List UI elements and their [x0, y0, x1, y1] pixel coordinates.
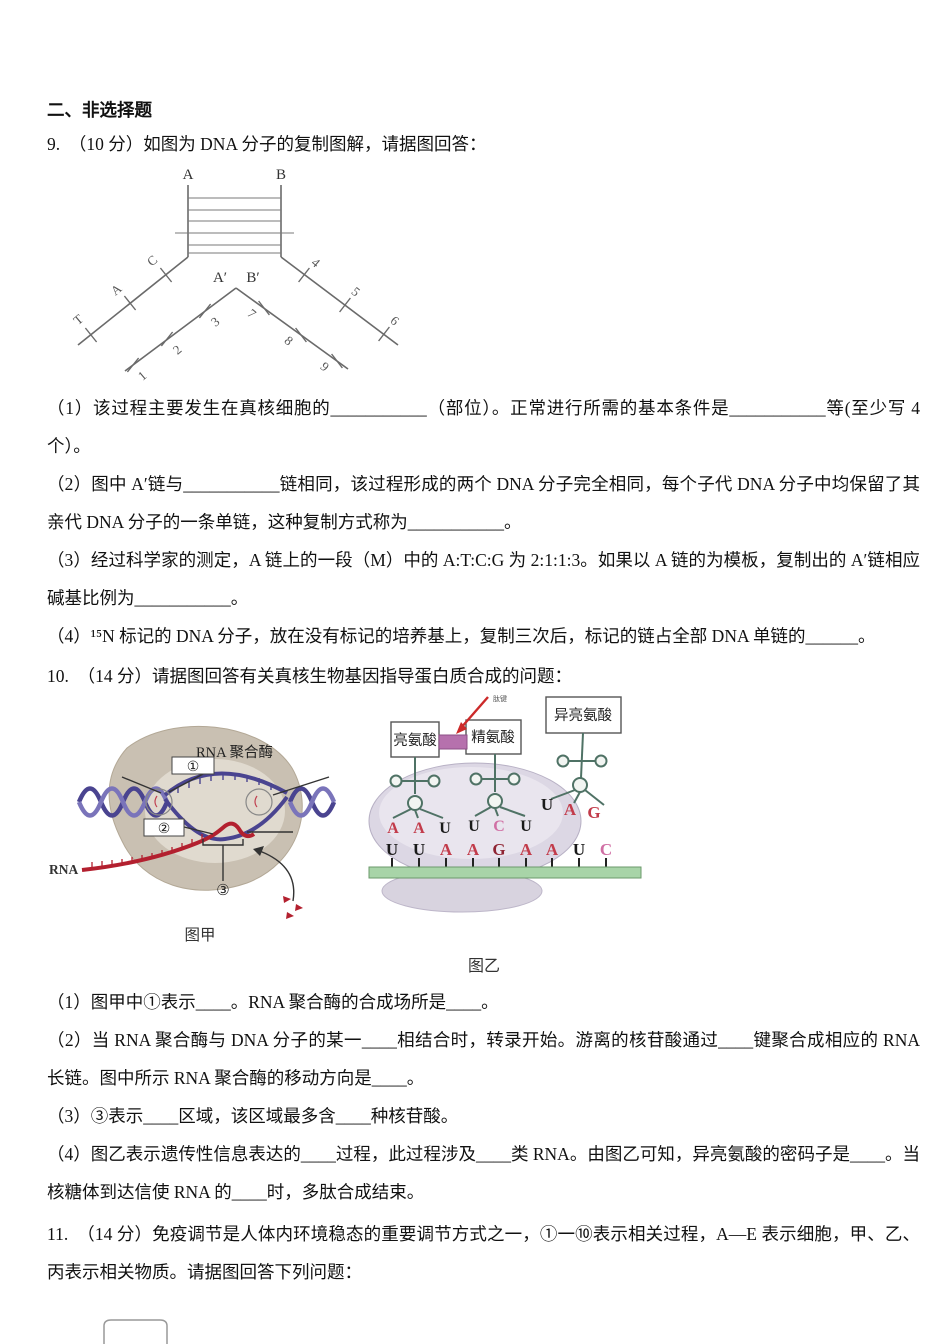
amino2-label: 精氨酸	[471, 729, 515, 746]
svg-text:7: 7	[245, 306, 260, 322]
nucleotide-ticks	[84, 267, 390, 373]
anticodon-middle: U C U	[468, 818, 532, 835]
svg-text:A: A	[413, 820, 425, 837]
free-nucleotides-icon	[283, 896, 303, 919]
rna-label: RNA	[49, 862, 78, 877]
svg-text:A: A	[387, 820, 399, 837]
peptide-bond-rect	[438, 734, 468, 750]
svg-text:4: 4	[309, 255, 324, 271]
exam-content: 二、非选择题 9. （10 分）如图为 DNA 分子的复制图解，请据图回答：	[47, 100, 920, 1282]
q9-part-4: （4）¹⁵N 标记的 DNA 分子，放在没有标记的培养基上，复制三次后，标记的链…	[47, 626, 876, 646]
svg-text:A: A	[108, 280, 125, 298]
svg-text:U: U	[413, 840, 425, 859]
amino1-label: 亮氨酸	[393, 732, 437, 749]
figure-jia-caption: 图甲	[184, 927, 215, 944]
q10-part-2: （2）当 RNA 聚合酶与 DNA 分子的某一____相结合时，转录开始。游离的…	[47, 1030, 920, 1088]
svg-text:9: 9	[318, 359, 333, 375]
trna-left	[389, 757, 444, 819]
amino3-box	[545, 696, 622, 734]
q9-stem: 9. （10 分）如图为 DNA 分子的复制图解，请据图回答：	[47, 134, 487, 154]
svg-text:U: U	[520, 818, 532, 835]
label1: ①	[187, 760, 200, 775]
figure-yi-caption: 图乙	[468, 958, 500, 975]
pointer-lines	[121, 772, 330, 902]
strand-a-label: A	[183, 167, 194, 183]
q9-part-3: （3）经过科学家的测定，A 链上的一段（M）中的 A:T:C:G 为 2:1:1…	[47, 550, 920, 608]
strand-a-prime-label: A′	[213, 270, 227, 286]
replication-fork-strands	[77, 256, 399, 372]
svg-text:C: C	[600, 840, 612, 859]
mrna-strand-bar	[368, 866, 642, 879]
svg-text:T: T	[70, 311, 86, 328]
svg-text:8: 8	[282, 333, 297, 349]
q11-stem: 11. （14 分）免疫调节是人体内环境稳态的重要调节方式之一，①一⑩表示相关过…	[47, 1224, 920, 1282]
q9-part-1: （1）该过程主要发生在真核细胞的___________（部位）。正常进行所需的基…	[47, 398, 920, 456]
tick-labels: C A T 3 2 1 7 8 9 4 5 6	[70, 252, 402, 383]
label1-box	[171, 756, 215, 775]
trna-middle	[469, 754, 526, 817]
svg-text:G: G	[492, 840, 505, 859]
svg-text:C: C	[144, 252, 160, 269]
section-header: 二、非选择题	[47, 100, 152, 120]
rna-polymerase-label: RNA 聚合酶	[196, 744, 273, 761]
base-pair-rungs	[175, 197, 294, 254]
svg-text:3: 3	[208, 314, 223, 330]
q10-part-3: （3）③表示____区域，该区域最多含____种核苷酸。	[47, 1106, 459, 1126]
svg-text:U: U	[386, 840, 398, 859]
label2: ②	[158, 822, 171, 837]
svg-text:U: U	[573, 840, 585, 859]
mrna-bases: U U A A G A A U C	[386, 840, 612, 859]
svg-text:U: U	[468, 818, 480, 835]
anticodon-left: A A U	[387, 820, 451, 837]
figure-jia: ① ② ③ RNA 聚合酶 RNA 图甲	[49, 725, 337, 944]
svg-text:1: 1	[135, 368, 150, 384]
rna-ticks	[91, 834, 203, 868]
svg-text:A: A	[467, 840, 480, 859]
arrowhead	[253, 846, 264, 856]
trna-right	[550, 732, 608, 806]
dna-replication-figure: A B A′ B′ C A T 3 2 1 7 8 9 4 5 6	[70, 167, 402, 383]
label2-box	[143, 818, 185, 837]
q10-part-1: （1）图甲中①表示____。RNA 聚合酶的合成场所是____。	[47, 992, 499, 1012]
strand-b-prime-label: B′	[246, 270, 259, 286]
q10-part-4: （4）图乙表示遗传性信息表达的____过程，此过程涉及____类 RNA。由图乙…	[47, 1144, 920, 1202]
svg-text:5: 5	[349, 284, 364, 300]
q10-stem: 10. （14 分）请据图回答有关真核生物基因指导蛋白质合成的问题：	[47, 666, 572, 686]
next-figure-cutoff	[103, 1319, 168, 1344]
transcription-translation-figure: ① ② ③ RNA 聚合酶 RNA 图甲 亮氨酸 精氨酸 异亮氨酸	[49, 694, 642, 975]
svg-text:A: A	[546, 840, 559, 859]
anticodon-right: U A G	[541, 795, 601, 822]
svg-text:A: A	[564, 800, 577, 819]
amino2-box	[465, 719, 522, 755]
figure-yi: 亮氨酸 精氨酸 异亮氨酸 肽键	[368, 694, 642, 975]
svg-text:C: C	[493, 818, 505, 835]
unwind-circles	[145, 788, 273, 816]
amino3-label: 异亮氨酸	[554, 707, 612, 724]
svg-text:6: 6	[388, 313, 403, 329]
svg-text:U: U	[439, 820, 451, 837]
svg-text:A: A	[520, 840, 533, 859]
peptide-bond-arrow	[459, 696, 489, 730]
svg-text:2: 2	[170, 342, 185, 358]
svg-text:A: A	[440, 840, 453, 859]
peptide-bond-label: 肽键	[493, 694, 507, 703]
svg-text:U: U	[541, 795, 553, 814]
q9-part-2: （2）图中 A′链与___________链相同，该过程形成的两个 DNA 分子…	[47, 474, 920, 532]
strand-b-label: B	[276, 167, 286, 183]
svg-text:G: G	[587, 803, 600, 822]
label3: ③	[216, 883, 229, 899]
